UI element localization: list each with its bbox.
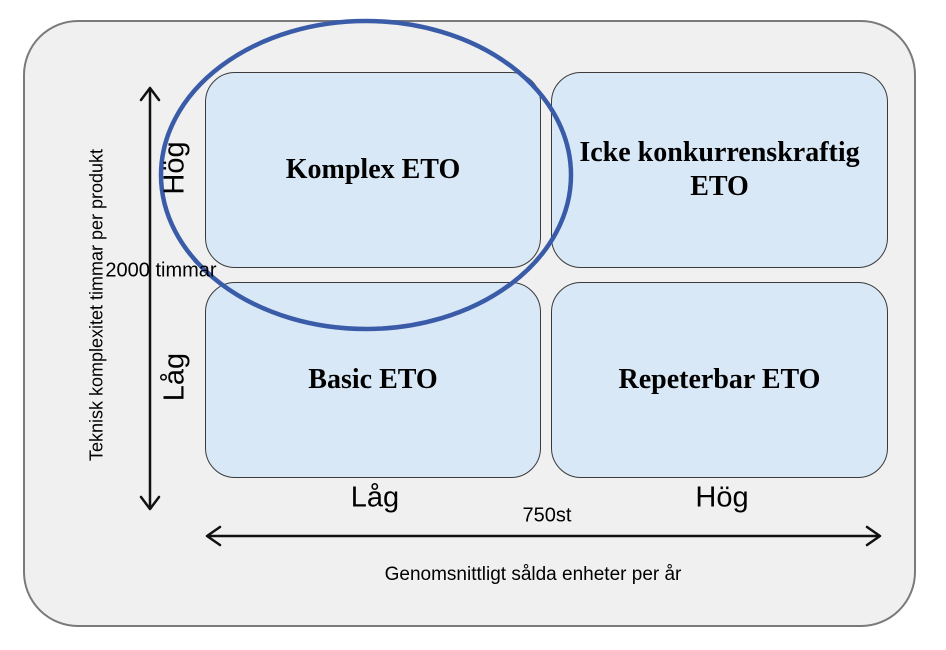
- quadrant-komplex-eto: Komplex ETO: [205, 72, 541, 268]
- quadrant-label: Basic ETO: [308, 364, 438, 396]
- y-axis-low-label: Låg: [158, 352, 191, 402]
- quadrant-basic-eto: Basic ETO: [205, 282, 541, 478]
- quadrant-icke-konkurrenskraftig-eto: Icke konkurrenskraftig ETO: [551, 72, 888, 268]
- y-axis-title: Teknisk komplexitet timmar per produkt: [86, 148, 107, 462]
- x-axis-low-label: Låg: [350, 481, 400, 514]
- x-axis-high-label: Hög: [695, 481, 749, 514]
- y-axis-high-label: Hög: [158, 141, 191, 195]
- y-axis-threshold-label: 2000 timmar: [105, 259, 217, 282]
- x-axis-title: Genomsnittligt sålda enheter per år: [384, 564, 682, 585]
- quadrant-repeterbar-eto: Repeterbar ETO: [551, 282, 888, 478]
- quadrant-label: Icke konkurrenskraftig ETO: [579, 137, 860, 202]
- quadrant-label: Komplex ETO: [285, 154, 461, 186]
- x-axis-threshold-label: 750st: [522, 504, 572, 527]
- quadrant-label: Repeterbar ETO: [618, 364, 821, 396]
